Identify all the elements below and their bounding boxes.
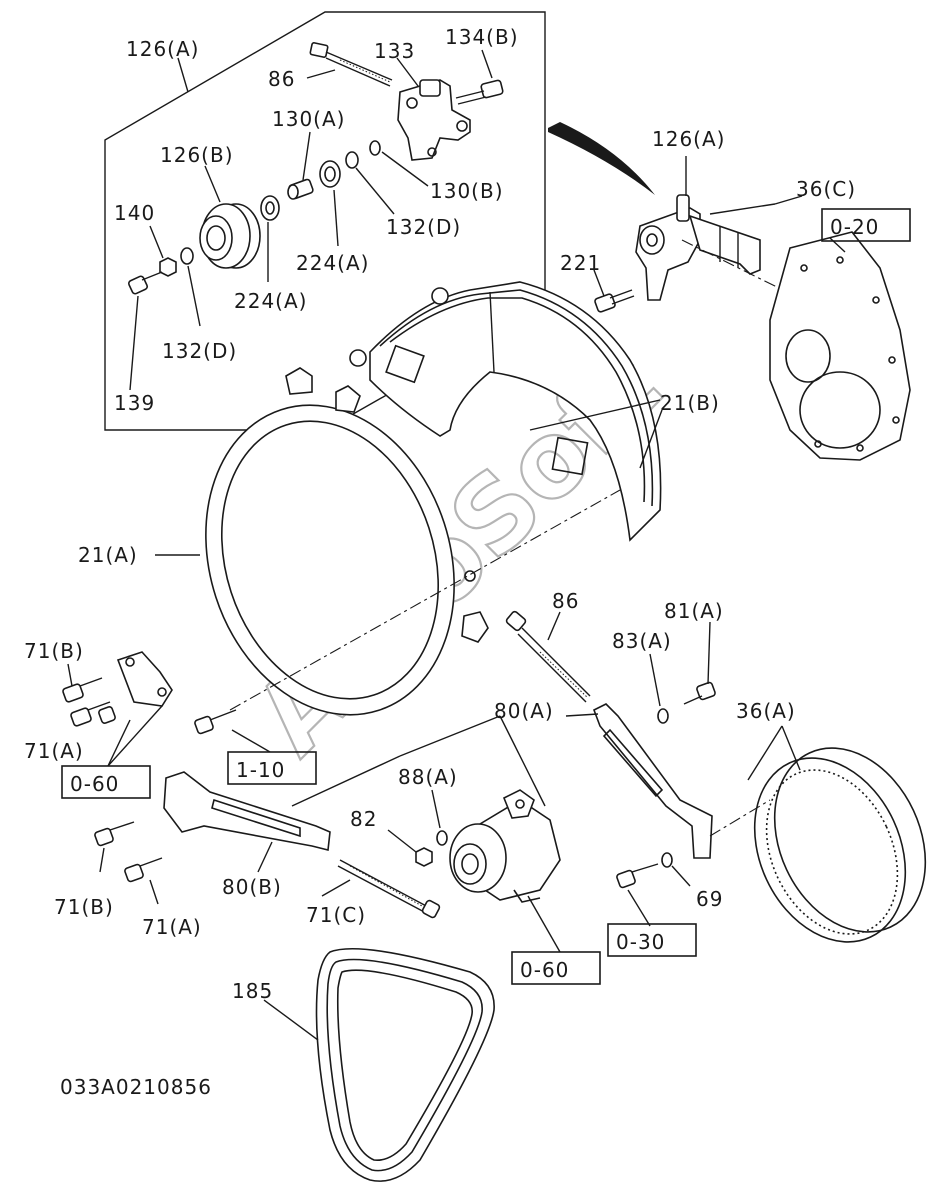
centerline-tensioner <box>681 239 796 297</box>
label-83a: 83(A) <box>612 629 672 653</box>
bolt-71a-top <box>70 701 111 727</box>
label-82: 82 <box>350 807 377 831</box>
label-21b: 21(B) <box>660 391 720 415</box>
label-71a-bot: 71(A) <box>142 915 202 939</box>
label-221: 221 <box>560 251 601 275</box>
label-140: 140 <box>114 201 155 225</box>
washer-83a <box>657 708 669 724</box>
v-belt-185 <box>315 947 495 1182</box>
centerline-fan <box>229 489 621 711</box>
bolt-71b-top <box>62 677 103 703</box>
ref-box-0-60-left <box>61 765 151 799</box>
alternator-bracket-80b <box>163 771 331 851</box>
label-80a: 80(A) <box>494 699 554 723</box>
label-71b-top: 71(B) <box>24 639 84 663</box>
bolt-71b-bot <box>94 821 135 847</box>
ref-box-0-30 <box>607 923 697 957</box>
ref-0-60-left: 0-60 <box>70 772 119 796</box>
fan-ring-21a <box>205 367 489 716</box>
ref-box-1-10 <box>227 751 317 785</box>
label-36a: 36(A) <box>736 699 796 723</box>
label-132d-right: 132(D) <box>386 215 461 239</box>
bolt-0-30 <box>616 863 659 889</box>
label-86-mid: 86 <box>552 589 579 613</box>
ref-0-30: 0-30 <box>616 930 665 954</box>
label-81a: 81(A) <box>664 599 724 623</box>
fan-shroud-21b <box>349 281 662 542</box>
label-69: 69 <box>696 887 723 911</box>
label-224a-left: 224(A) <box>234 289 307 313</box>
bolt-86-top <box>309 42 393 87</box>
label-86-top: 86 <box>268 67 295 91</box>
idler-pulley-126b <box>199 203 261 269</box>
pin-130a <box>287 178 314 200</box>
label-126b: 126(B) <box>160 143 234 167</box>
label-71a-top: 71(A) <box>24 739 84 763</box>
bolt-134b <box>455 79 504 105</box>
washer-132d-left <box>180 247 194 265</box>
ref-0-60-bottom: 0-60 <box>520 958 569 982</box>
bolt-221 <box>594 289 635 313</box>
assembly-pointer-arrow <box>548 122 655 195</box>
bolt-81a <box>683 681 716 705</box>
nut-82 <box>415 847 433 867</box>
bolt-139 <box>127 271 163 295</box>
ref-box-0-60-bottom <box>511 951 601 985</box>
bearing-224a-right <box>319 160 341 188</box>
label-133: 133 <box>374 39 415 63</box>
label-88a: 88(A) <box>398 765 458 789</box>
bolt-71-extra <box>98 706 116 724</box>
diagram-code: 033A0210856 <box>60 1075 212 1099</box>
label-71b-bot: 71(B) <box>54 895 114 919</box>
bearing-224a-left <box>260 195 280 221</box>
label-185: 185 <box>232 979 273 1003</box>
washer-69 <box>661 852 673 868</box>
washer-132d-right <box>345 151 359 169</box>
fan-belt-36a <box>753 747 927 943</box>
bolt-71a-bot <box>124 857 163 883</box>
tensioner-assembly-installed <box>635 194 761 301</box>
timing-gear-case <box>769 231 911 461</box>
bolt-86-mid <box>505 610 591 703</box>
alternator <box>449 789 561 903</box>
mounting-plate <box>116 651 173 707</box>
ref-0-20: 0-20 <box>830 215 879 239</box>
centerline-belt <box>709 799 771 837</box>
label-21a: 21(A) <box>78 543 138 567</box>
label-130a: 130(A) <box>272 107 345 131</box>
label-224a-right: 224(A) <box>296 251 369 275</box>
nut-140 <box>159 257 177 277</box>
ref-box-0-20 <box>821 208 911 242</box>
ref-1-10: 1-10 <box>236 758 285 782</box>
bolt-ring <box>194 709 237 735</box>
label-139: 139 <box>114 391 155 415</box>
bolt-71c <box>337 859 441 919</box>
label-126a-top: 126(A) <box>126 37 199 61</box>
adjust-bracket-80a <box>592 703 713 859</box>
washer-88a <box>436 830 448 846</box>
washer-130b <box>369 140 381 156</box>
detail-frame-leader <box>177 57 189 93</box>
label-36c: 36(C) <box>796 177 856 201</box>
label-130b: 130(B) <box>430 179 504 203</box>
label-126a-right: 126(A) <box>652 127 725 151</box>
tensioner-bracket-133 <box>397 79 471 161</box>
label-80b: 80(B) <box>222 875 282 899</box>
label-132d-left: 132(D) <box>162 339 237 363</box>
label-134b: 134(B) <box>445 25 519 49</box>
label-71c: 71(C) <box>306 903 366 927</box>
